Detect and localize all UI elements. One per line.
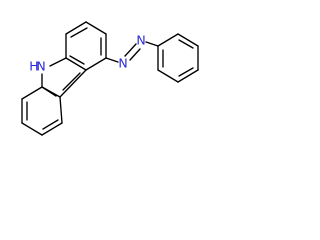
nh-hydrogen-label: H (29, 59, 38, 74)
bond (49, 57, 67, 67)
bond (124, 43, 137, 57)
bond (85, 21, 107, 35)
bond (105, 57, 119, 63)
nh-nitrogen-label: N (36, 59, 45, 74)
bond (129, 48, 141, 61)
bond (85, 57, 107, 71)
bond (42, 119, 59, 130)
bond (178, 67, 194, 77)
azo-linkage (105, 41, 159, 63)
bond (145, 41, 159, 47)
bond (41, 86, 57, 97)
bond (59, 69, 87, 98)
bond (157, 33, 179, 47)
azo-nitrogen-1-label: N (118, 56, 127, 71)
bond (177, 69, 199, 83)
bond (21, 122, 43, 136)
bond (21, 86, 43, 100)
bond (70, 27, 88, 38)
carbazole-pyrrole-ring (41, 57, 87, 98)
azo-nitrogen-2-label: N (136, 33, 145, 48)
bond (69, 55, 85, 65)
carbazole-upper-ring (65, 21, 107, 71)
bond (41, 122, 63, 136)
bond (65, 57, 87, 71)
bond (62, 72, 81, 91)
bond (59, 96, 63, 124)
phenyl-ring (157, 33, 199, 83)
bond (65, 21, 87, 35)
carbazole-lower-ring (21, 86, 63, 136)
molecule-structure: N H N N (21, 21, 199, 136)
bond (178, 39, 194, 49)
bond (157, 69, 179, 83)
bond (177, 33, 199, 47)
